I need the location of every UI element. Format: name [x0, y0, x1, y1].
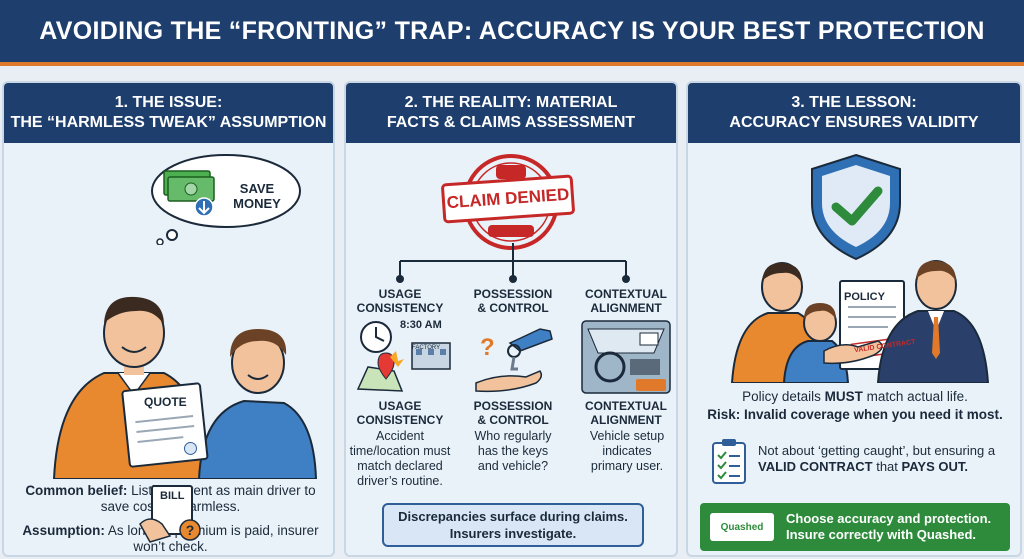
col-contextual-title-1: CONTEXTUAL: [585, 399, 667, 413]
panel-lesson-heading-line1: 3. THE LESSON:: [791, 94, 917, 111]
quote-label: QUOTE: [144, 395, 187, 409]
svg-text:?: ?: [186, 522, 195, 538]
policy-must-text: Policy details MUST match actual life.: [694, 389, 1016, 405]
panel-lesson-heading-line2: ACCURACY ENSURES VALIDITY: [729, 114, 979, 131]
handshake-illustration: [730, 260, 990, 383]
clock-icon: [360, 321, 392, 353]
cta-text: Choose accuracy and protection. Insure c…: [786, 511, 991, 543]
col-usage-title-2: CONSISTENCY: [356, 413, 444, 427]
col-usage-top-title: USAGE CONSISTENCY: [350, 287, 450, 315]
quashed-logo: Quashed: [710, 513, 774, 541]
usage-illustration: [356, 321, 451, 392]
panel-issue-heading: 1. THE ISSUE: THE “HARMLESS TWEAK” ASSUM…: [4, 83, 333, 143]
col-contextual-body: Vehicle setup indicates primary user.: [589, 429, 665, 473]
col-contextual-top-title-2: ALIGNMENT: [590, 301, 662, 315]
down-arrow-icon: [194, 197, 214, 217]
belief-label: Common belief:: [25, 483, 128, 498]
col-contextual-title-2: ALIGNMENT: [590, 413, 662, 427]
panel-lesson-heading: 3. THE LESSON: ACCURACY ENSURES VALIDITY: [688, 83, 1020, 143]
belief-text: Listing parent as main driver to save co…: [100, 483, 316, 514]
col-possession-title: POSSESSION & CONTROL: [463, 399, 563, 427]
panel-issue-heading-line1: 1. THE ISSUE:: [114, 94, 223, 111]
col-contextual-top-title-1: CONTEXTUAL: [585, 287, 667, 301]
policy-post: match actual life.: [862, 389, 968, 404]
note-pre: Not about ‘getting caught’, but ensuring…: [758, 443, 996, 458]
col-possession-top-title: POSSESSION & CONTROL: [463, 287, 563, 315]
col-possession-title-1: POSSESSION: [473, 399, 553, 413]
keys-icon: [507, 328, 553, 371]
quote-document-icon: [121, 382, 209, 468]
panel-issue: 1. THE ISSUE: THE “HARMLESS TWEAK” ASSUM…: [2, 81, 335, 557]
panel-reality-heading-line1: 2. THE REALITY: MATERIAL: [404, 94, 618, 111]
cloud-save-money: SAVE MONEY: [222, 181, 292, 211]
cta-bar: Quashed Choose accuracy and protection. …: [700, 503, 1010, 551]
policy-label: POLICY: [844, 291, 885, 303]
bill-icon: ?: [139, 485, 201, 543]
cta-line-1: Choose accuracy and protection.: [786, 511, 992, 526]
col-usage-title-1: USAGE: [378, 399, 422, 413]
note-mid: that: [872, 459, 902, 474]
valid-contract-note: Not about ‘getting caught’, but ensuring…: [758, 443, 1018, 475]
money-icon: [163, 170, 215, 202]
col-possession-title-2: & CONTROL: [477, 413, 549, 427]
thought-cloud-icon: [151, 154, 301, 245]
bill-label: BILL: [160, 490, 185, 502]
col-possession-top-title-2: & CONTROL: [477, 301, 549, 315]
col-contextual-top-title: CONTEXTUAL ALIGNMENT: [576, 287, 676, 315]
handshake-icon: [823, 340, 883, 365]
col-usage-title: USAGE CONSISTENCY: [350, 399, 450, 427]
car-interior-icon: [581, 320, 671, 394]
question-icon: [179, 519, 201, 541]
col-usage-top-title-2: CONSISTENCY: [356, 301, 444, 315]
building-icon: [411, 342, 451, 370]
open-hand-icon: [475, 370, 543, 393]
building-sign: FACTORY: [412, 345, 441, 351]
note-pays: PAYS OUT.: [901, 459, 968, 474]
cloud-line-2: MONEY: [233, 196, 281, 211]
col-possession-top-title-1: POSSESSION: [473, 287, 553, 301]
col-possession-body: Who regularly has the keys and vehicle?: [474, 429, 552, 473]
clock-time: 8:30 AM: [400, 319, 442, 331]
panel-reality: 2. THE REALITY: MATERIAL FACTS & CLAIMS …: [344, 81, 678, 557]
question-icon: ?: [480, 334, 495, 361]
claims-callout: Discrepancies surface during claims. Ins…: [382, 503, 644, 547]
tree-connector: [396, 243, 630, 283]
panel-issue-heading-line2: THE “HARMLESS TWEAK” ASSUMPTION: [10, 114, 327, 131]
shield-check-icon: [811, 153, 901, 261]
checklist-icon: [712, 439, 746, 484]
map-pin-icon: [356, 351, 404, 392]
panel-reality-heading-line2: FACTS & CLAIMS ASSESSMENT: [386, 114, 636, 131]
page-title: AVOIDING THE “FRONTING” TRAP: ACCURACY I…: [39, 16, 985, 45]
note-valid: VALID CONTRACT: [758, 459, 873, 474]
cloud-line-1: SAVE: [239, 181, 275, 196]
policy-pre: Policy details: [742, 389, 825, 404]
col-usage-body: Accident time/location must match declar…: [349, 429, 451, 488]
policy-must: MUST: [824, 389, 863, 404]
cta-line-2: Insure correctly with Quashed.: [786, 527, 976, 542]
assumption-label: Assumption:: [22, 523, 105, 538]
col-contextual-title: CONTEXTUAL ALIGNMENT: [576, 399, 676, 427]
title-banner: AVOIDING THE “FRONTING” TRAP: ACCURACY I…: [0, 0, 1024, 66]
panel-reality-heading: 2. THE REALITY: MATERIAL FACTS & CLAIMS …: [346, 83, 676, 143]
callout-line-2: Insurers investigate.: [449, 526, 577, 541]
risk-text: Risk: Invalid coverage when you need it …: [707, 407, 1003, 422]
col-usage-top-title-1: USAGE: [378, 287, 422, 301]
callout-line-1: Discrepancies surface during claims.: [398, 509, 628, 524]
panel-lesson: 3. THE LESSON: ACCURACY ENSURES VALIDITY: [686, 81, 1022, 557]
keys-illustration: ?: [475, 328, 553, 393]
